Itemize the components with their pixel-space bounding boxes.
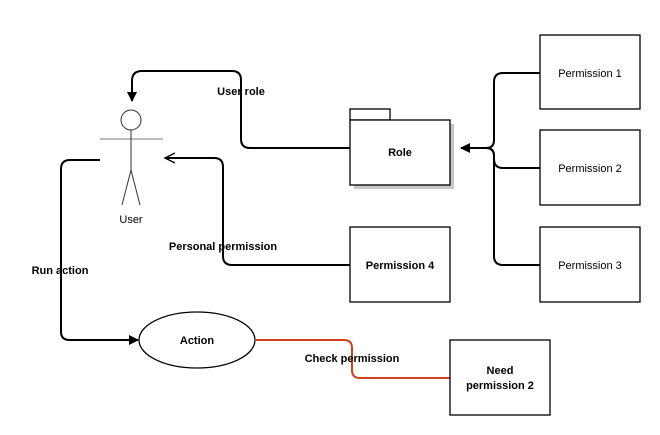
edge-label-check-permission: Check permission	[305, 353, 400, 365]
edge-permission3-role	[485, 147, 540, 266]
actor-leg-left	[121, 169, 132, 206]
edge-check-permission	[256, 339, 450, 379]
role-body	[349, 119, 451, 186]
need-permission-label-line2: permission 2	[466, 380, 534, 392]
actor-leg-right	[130, 169, 141, 206]
action-usecase: Action	[138, 311, 256, 369]
permission-3-label: Permission 3	[558, 260, 622, 272]
actor-label: User	[119, 214, 143, 226]
edge-permission1-role	[460, 72, 540, 153]
role-tab	[349, 108, 391, 121]
permission-2-box: Permission 2	[539, 129, 641, 206]
edge-personal-permission	[165, 158, 350, 266]
permission-2-label: Permission 2	[558, 163, 622, 175]
action-label: Action	[180, 335, 215, 347]
need-permission-label-line1: Need	[487, 365, 514, 377]
edge-label-user-role: User role	[217, 86, 265, 98]
permission-1-label: Permission 1	[558, 68, 622, 80]
permission-4-label: Permission 4	[366, 260, 435, 272]
edge-label-run-action: Run action	[32, 265, 89, 277]
actor-user: User	[100, 109, 163, 226]
need-permission-box: Need permission 2	[449, 339, 551, 416]
role-label: Role	[388, 147, 412, 159]
actor-head	[120, 109, 142, 131]
permission-4-box: Permission 4	[349, 226, 451, 303]
role-package: Role	[349, 108, 454, 189]
edge-run-action	[60, 159, 139, 345]
edge-user-role	[127, 70, 350, 149]
edge-label-personal-permission: Personal permission	[169, 241, 277, 253]
permission-1-box: Permission 1	[539, 34, 641, 110]
permission-3-box: Permission 3	[539, 226, 641, 303]
